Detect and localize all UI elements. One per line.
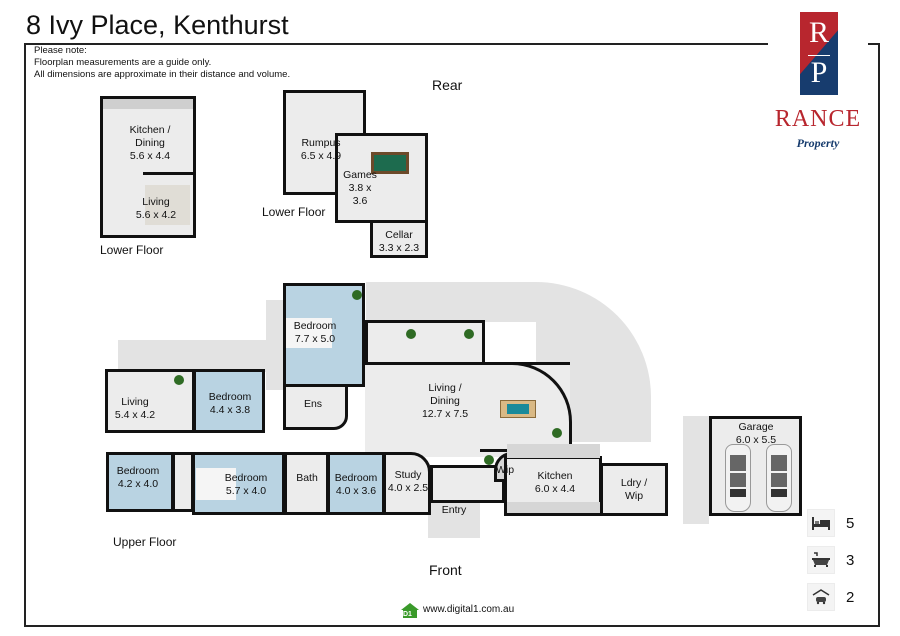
terrace [266,300,286,390]
note-line: Floorplan measurements are a guide only. [34,57,212,68]
monogram-r: R [808,16,829,49]
bed-icon [807,509,835,537]
monogram-p: P [810,56,828,89]
room-label-wip: Wip [495,464,515,476]
bed [196,468,236,500]
cellar-area [370,220,428,258]
bed [286,318,332,348]
laundry-room [600,463,668,516]
bath-icon [807,546,835,574]
property-title: 8 Ivy Place, Kenthurst [26,10,289,40]
plant-icon [406,329,416,339]
car [766,444,792,512]
note-line: All dimensions are approximate in their … [34,69,291,80]
plan-frame [24,43,880,627]
garage-count: 2 [846,589,855,606]
dining-table-top [507,404,529,414]
floor-label-upper: Upper Floor [113,535,177,549]
plant-icon [174,375,184,385]
front-label: Front [429,562,462,578]
floor-label-lower-left: Lower Floor [100,243,164,257]
entry-room [430,465,505,503]
room-label-ensuite: Ens [303,398,323,410]
floor-label-lower-mid: Lower Floor [262,205,326,219]
plant-icon [552,428,562,438]
wc-room [172,452,194,512]
bedroom-room [327,452,385,515]
terrace [118,340,266,372]
plant-icon [352,290,362,300]
rear-label: Rear [432,77,463,93]
study-room [383,452,431,515]
rance-property-logo: R P RANCE Property [768,10,868,160]
rp-monogram: R P [800,12,838,95]
pool-table [371,152,409,174]
floor-join [338,136,363,192]
terrace [366,282,536,322]
entry-porch [428,502,480,538]
note-heading: Please note: [34,45,87,56]
ensuite-room [283,384,348,430]
bathroom-count: 3 [846,552,855,569]
plant-icon [464,329,474,339]
kitchen-bench [507,502,600,513]
garage-icon [807,583,835,611]
driveway [683,416,709,524]
kitchen-bench [103,99,193,109]
room-label-bath: Bath [296,472,318,484]
brand-sub: Property [796,136,840,150]
bedroom-room [193,369,265,433]
room-label-laundry: Ldry /Wip [620,477,648,502]
bedroom-room [106,452,174,512]
brand-name: RANCE [774,106,862,132]
car [725,444,751,512]
rug [145,185,190,225]
plant-icon [484,455,494,465]
room-label-entry: Entry [441,504,467,516]
disclaimer-note: Please note: Floorplan measurements are … [34,45,290,81]
website-credit: D1 www.digital1.com.au [400,602,514,618]
website-link[interactable]: www.digital1.com.au [423,604,515,615]
bedroom-count: 5 [846,515,855,532]
wall [143,172,193,175]
digital1-house-icon: D1 [400,602,420,618]
kitchen-bench [507,444,600,458]
